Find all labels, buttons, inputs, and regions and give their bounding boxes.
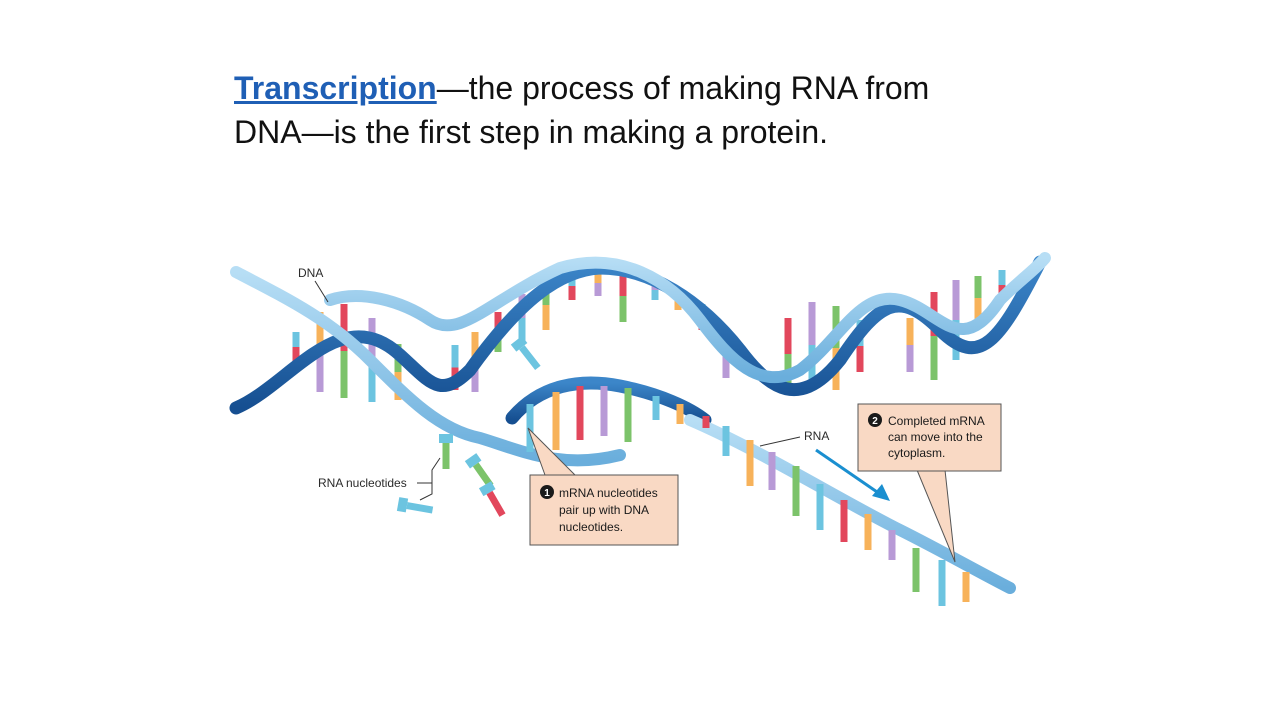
dna-label: DNA [298, 266, 323, 280]
callout-1-line-1: mRNA nucleotides [559, 486, 658, 500]
heading-line-1: Transcription—the process of making RNA … [234, 66, 994, 110]
nucleotide-backbone [478, 481, 496, 497]
heading-line-1-rest: —the process of making RNA from [436, 70, 930, 106]
dna-base-pair [651, 290, 659, 300]
rna-label: RNA [804, 429, 829, 443]
dna-base-pair [316, 352, 324, 392]
dna-base-pair [518, 318, 526, 342]
rna-base [624, 388, 632, 442]
dna-base-pair [594, 270, 602, 283]
rna-nucleotides-leader-2 [419, 483, 433, 501]
rna-nucleotides-leader [417, 457, 441, 484]
dna-base-pair [594, 283, 602, 296]
rna-base [912, 548, 920, 592]
callout-2-number-badge [868, 413, 882, 427]
dna-base-pair [471, 332, 479, 362]
callout-1-line-2: pair up with DNA [559, 503, 649, 517]
transcription-link[interactable]: Transcription [234, 70, 437, 106]
nucleotide-backbone [396, 497, 409, 513]
nucleotide-backbone [464, 453, 482, 469]
dna-base-pair [471, 362, 479, 392]
dna-base-pair [494, 312, 502, 332]
nucleotide-base [472, 462, 494, 488]
dna-front-strand-2 [324, 252, 1051, 384]
rna-base [652, 396, 660, 420]
rna-base [526, 404, 534, 452]
dna-base-pair [974, 298, 982, 320]
dna-base-pair [368, 360, 376, 402]
dna-base-pair [542, 305, 550, 330]
rna-base [938, 560, 946, 606]
arrow-head [872, 484, 890, 501]
dna-base-pair [340, 351, 348, 398]
dna-base-pair [316, 312, 324, 352]
nucleotide-base [519, 345, 541, 371]
dna-base-pair [619, 270, 627, 296]
dna-base-pair [674, 299, 682, 310]
callout-2-line-3: cytoplasm. [888, 446, 945, 460]
dna-base-pair [340, 304, 348, 351]
free-nucleotide [464, 453, 494, 488]
dna-leader [314, 280, 329, 303]
dna-base-pair [998, 270, 1006, 285]
rna-leader [759, 436, 801, 447]
dna-base-pair [722, 354, 730, 378]
free-nucleotide [439, 434, 453, 469]
rna-base [746, 440, 754, 486]
rna-base [676, 404, 684, 424]
dna-base-pair [974, 276, 982, 298]
rna-base [840, 500, 848, 542]
rna-bases [526, 386, 970, 606]
rna-direction-arrow [815, 448, 881, 496]
dna-base-pair [952, 280, 960, 320]
dna-base-pair [808, 302, 816, 345]
heading-text: Transcription—the process of making RNA … [234, 66, 994, 154]
callout-1-number-badge [540, 485, 554, 499]
callout-1-line-3: nucleotides. [559, 520, 623, 534]
dna-base-pair [930, 336, 938, 380]
free-nucleotide [478, 481, 506, 517]
dna-base-pair [292, 332, 300, 347]
rna-base [888, 530, 896, 560]
callout-1-number: 1 [544, 488, 550, 499]
rna-base [600, 386, 608, 436]
nucleotide-backbone [439, 434, 453, 443]
free-rna-nucleotides [396, 335, 541, 517]
dna-base-pair [856, 346, 864, 372]
dna-base-pair [906, 318, 914, 345]
free-nucleotide [396, 497, 434, 514]
dna-base-pair [784, 318, 792, 354]
dna-base-pair [619, 296, 627, 322]
rna-base [816, 484, 824, 530]
rna-base [792, 466, 800, 516]
callout-2-line-1: Completed mRNA [888, 414, 985, 428]
nucleotide-base [486, 490, 506, 517]
rna-base [722, 426, 730, 456]
nucleotide-base [406, 502, 434, 514]
rna-base [576, 386, 584, 440]
rna-base [702, 416, 710, 428]
rna-nucleotides-label: RNA nucleotides [318, 476, 407, 490]
heading-line-2: DNA—is the first step in making a protei… [234, 114, 829, 150]
dna-base-pair [568, 286, 576, 300]
callout-2-number: 2 [872, 416, 878, 427]
rna-base [962, 572, 970, 602]
rna-base [864, 514, 872, 550]
nucleotide-backbone [510, 335, 528, 352]
dna-base-pair [451, 345, 459, 368]
free-nucleotide [510, 335, 541, 371]
callout-2-box [857, 403, 1002, 472]
callout-2-line-2: can move into the [888, 430, 983, 444]
callout-1-box [529, 474, 679, 546]
rna-base [768, 452, 776, 490]
dna-base-pair [292, 347, 300, 362]
dna-base-pair [906, 345, 914, 372]
dna-template-strand [505, 376, 712, 427]
nucleotide-base [442, 443, 450, 469]
rna-base [552, 392, 560, 450]
